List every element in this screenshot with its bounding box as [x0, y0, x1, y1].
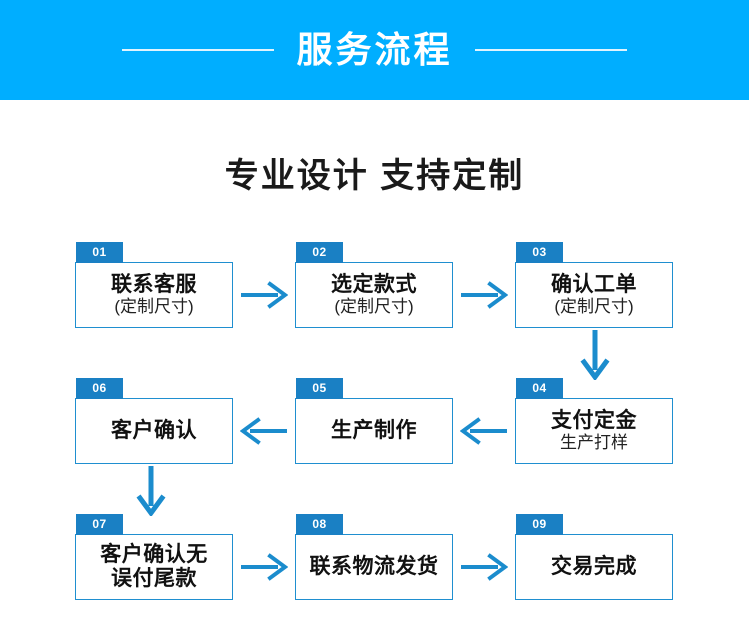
arrow-right-icon-07-to-08 — [240, 550, 288, 584]
flow-node-number-02: 02 — [296, 242, 343, 263]
flow-node-subtitle-01: (定制尺寸) — [114, 297, 194, 317]
flow-node-number-08: 08 — [296, 514, 343, 535]
banner-rule-right — [474, 49, 627, 51]
flow-node-09[interactable]: 09 交易完成 — [515, 514, 673, 600]
flow-node-title-02: 选定款式 — [331, 272, 417, 296]
arrow-left-icon-05-to-06 — [240, 414, 288, 448]
arrow-right-icon-01-to-02 — [240, 278, 288, 312]
flow-node-title-01: 联系客服 — [111, 272, 197, 296]
flow-node-07[interactable]: 07 客户确认无误付尾款 — [75, 514, 233, 600]
flow-node-01[interactable]: 01 联系客服 (定制尺寸) — [75, 242, 233, 328]
flow-node-02[interactable]: 02 选定款式 (定制尺寸) — [295, 242, 453, 328]
flow-node-title-08: 联系物流发货 — [309, 555, 439, 579]
flow-node-05[interactable]: 05 生产制作 — [295, 378, 453, 464]
flow-node-number-07: 07 — [76, 514, 123, 535]
flow-node-number-04: 04 — [516, 378, 563, 399]
banner-content: 服务流程 — [0, 0, 749, 100]
flow-node-number-05: 05 — [296, 378, 343, 399]
flow-node-06[interactable]: 06 客户确认 — [75, 378, 233, 464]
flow-node-number-06: 06 — [76, 378, 123, 399]
flow-node-number-03: 03 — [516, 242, 563, 263]
page-title: 服务流程 — [296, 29, 453, 70]
flow-node-04[interactable]: 04 支付定金 生产打样 — [515, 378, 673, 464]
flow-node-number-01: 01 — [76, 242, 123, 263]
arrow-down-icon-06-to-07 — [136, 466, 166, 516]
flow-node-title-04: 支付定金 — [551, 408, 637, 432]
section-subtitle: 专业设计 支持定制 — [224, 157, 525, 195]
flow-node-title-09: 交易完成 — [551, 555, 637, 579]
flow-node-number-09: 09 — [516, 514, 563, 535]
flow-node-subtitle-04: 生产打样 — [560, 433, 628, 453]
flow-node-08[interactable]: 08 联系物流发货 — [295, 514, 453, 600]
flow-node-subtitle-02: (定制尺寸) — [334, 297, 414, 317]
banner-rule-left — [122, 49, 275, 51]
flow-node-title-07: 客户确认无误付尾款 — [100, 543, 208, 590]
arrow-left-icon-04-to-05 — [460, 414, 508, 448]
arrow-right-icon-02-to-03 — [460, 278, 508, 312]
flow-node-title-03: 确认工单 — [551, 272, 637, 296]
flow-node-title-05: 生产制作 — [331, 419, 417, 443]
flow-node-title-06: 客户确认 — [111, 419, 197, 443]
flow-node-subtitle-03: (定制尺寸) — [554, 297, 634, 317]
page-header-banner: 服务流程 — [0, 0, 749, 100]
arrow-right-icon-08-to-09 — [460, 550, 508, 584]
arrow-down-icon-03-to-04 — [580, 330, 610, 380]
flow-node-03[interactable]: 03 确认工单 (定制尺寸) — [515, 242, 673, 328]
